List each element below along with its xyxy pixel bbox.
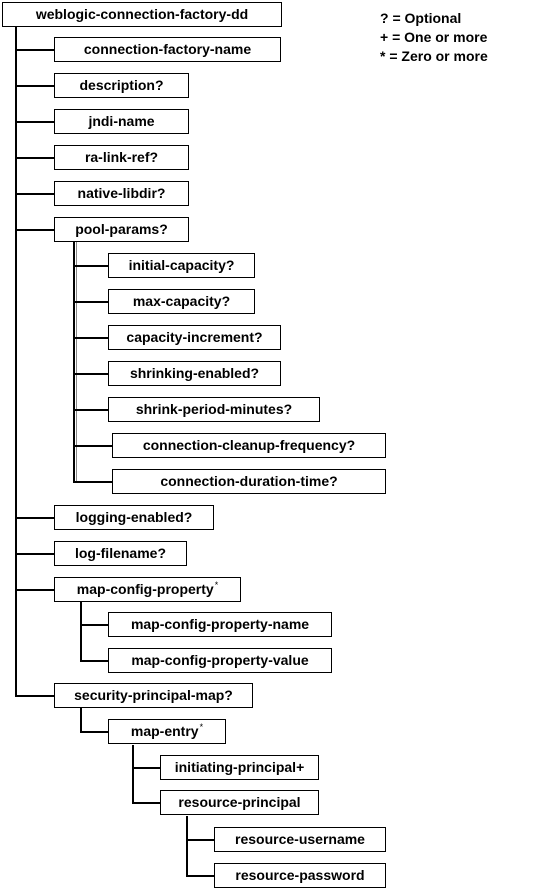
node-label: shrinking-enabled? [129,365,260,381]
node-label: capacity-increment? [126,329,263,345]
map-config-property-branch-line [80,601,82,662]
node-map-config-property-value: map-config-property-value [108,648,332,673]
connector [73,265,109,267]
node-label: weblogic-connection-factory-dd [35,6,249,22]
connector [186,875,215,877]
node-label: security-principal-map? [74,687,233,703]
node-label: resource-password [235,867,365,883]
cardinality-marker: * [199,722,204,732]
node-pool-params: pool-params? [54,217,189,242]
node-native-libdir: native-libdir? [54,181,189,206]
node-label: log-filename? [74,545,166,561]
node-label: ra-link-ref? [84,149,159,165]
connector [15,157,55,159]
node-connection-factory-name: connection-factory-name [54,37,281,62]
legend-zero-or-more: * = Zero or more [380,48,488,64]
connector [73,337,109,339]
node-label: max-capacity? [132,293,231,309]
node-connection-cleanup-frequency: connection-cleanup-frequency? [112,433,386,458]
connector [15,49,55,51]
node-map-entry: map-entry* [108,719,226,744]
node-map-config-property: map-config-property* [54,577,241,602]
connector [80,660,109,662]
node-label: resource-principal [178,794,301,810]
node-initial-capacity: initial-capacity? [108,253,255,278]
connector [15,229,55,231]
node-label: initiating-principal+ [174,759,305,775]
node-label: resource-username [235,831,365,847]
node-map-config-property-name: map-config-property-name [108,612,332,637]
node-label: initial-capacity? [128,257,235,273]
node-resource-username: resource-username [214,827,386,852]
connector [80,731,109,733]
connector [132,767,161,769]
connector [132,802,161,804]
node-label: logging-enabled? [75,509,193,525]
node-resource-password: resource-password [214,863,386,888]
security-principal-map-branch-line [80,708,82,733]
connector [15,121,55,123]
node-logging-enabled: logging-enabled? [54,505,214,530]
node-max-capacity: max-capacity? [108,289,255,314]
cardinality-legend: ? = Optional + = One or more * = Zero or… [380,9,488,66]
connector [15,193,55,195]
connector [15,589,55,591]
node-label: jndi-name [88,113,155,129]
resource-principal-branch-line [186,816,188,877]
connector [73,409,109,411]
node-label: connection-cleanup-frequency? [142,437,356,453]
node-ra-link-ref: ra-link-ref? [54,145,189,170]
node-shrink-period-minutes: shrink-period-minutes? [108,397,320,422]
node-resource-principal: resource-principal [160,790,319,815]
root-trunk-line [15,25,17,697]
pool-params-branch-line-shade [76,240,77,483]
node-label: connection-factory-name [83,41,252,57]
node-security-principal-map: security-principal-map? [54,683,253,708]
cardinality-marker: * [214,580,219,590]
pool-params-branch-line [73,240,75,483]
connector [80,624,109,626]
legend-one-or-more: + = One or more [380,29,488,45]
connector [15,695,55,697]
node-weblogic-connection-factory-dd: weblogic-connection-factory-dd [2,2,282,27]
legend-optional: ? = Optional [380,10,462,26]
connector [73,445,113,447]
connector [73,301,109,303]
node-description: description? [54,73,189,98]
node-label: map-config-property [76,581,214,597]
node-log-filename: log-filename? [54,541,187,566]
connector [186,839,215,841]
connector [15,553,55,555]
connector [73,481,113,483]
node-label: shrink-period-minutes? [135,401,293,417]
node-jndi-name: jndi-name [54,109,189,134]
map-entry-branch-line [132,745,134,804]
node-label: description? [79,77,164,93]
node-label: pool-params? [75,221,168,237]
node-initiating-principal: initiating-principal+ [160,755,319,780]
node-label: map-config-property-name [130,616,310,632]
node-connection-duration-time: connection-duration-time? [112,469,386,494]
connector [15,85,55,87]
node-label: connection-duration-time? [160,473,338,489]
node-capacity-increment: capacity-increment? [108,325,281,350]
node-label: native-libdir? [77,185,166,201]
node-label: map-entry [130,723,199,739]
node-label: map-config-property-value [131,652,309,668]
node-shrinking-enabled: shrinking-enabled? [108,361,281,386]
connector [15,517,55,519]
connector [73,373,109,375]
